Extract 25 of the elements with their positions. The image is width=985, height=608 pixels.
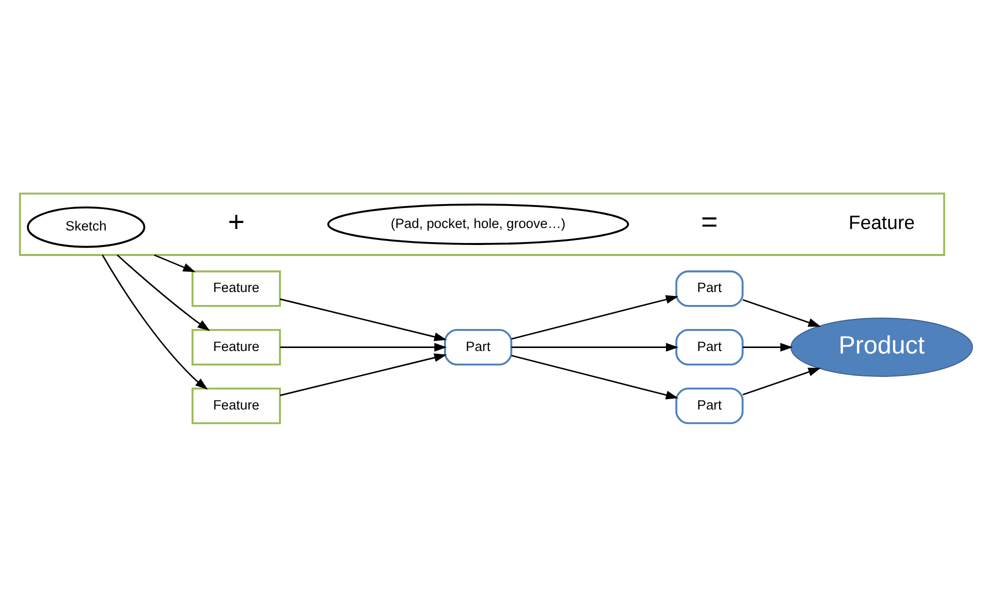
cluster <box>19 192 946 256</box>
arrow <box>742 367 821 395</box>
label: Feature <box>848 212 915 234</box>
arrow <box>512 342 678 352</box>
node-box: Feature <box>192 270 281 306</box>
arrow <box>742 342 793 352</box>
arrow <box>280 342 447 352</box>
node-box: Part <box>675 270 744 306</box>
arrow <box>280 352 447 396</box>
node-box: Feature <box>192 328 281 365</box>
node-box: Part <box>444 328 512 365</box>
node-box: Feature <box>192 387 281 424</box>
arrow <box>116 254 210 330</box>
node-ellipse: (Pad, pocket, hole, groove…) <box>327 203 630 244</box>
node-ellipse: Sketch <box>26 206 146 248</box>
arrow <box>511 294 678 340</box>
arrow <box>511 354 678 399</box>
node-box: Part <box>675 328 744 365</box>
arrow <box>154 254 196 272</box>
arrow <box>102 254 208 390</box>
node-box: Part <box>675 387 744 424</box>
arrow <box>280 298 447 341</box>
arrow <box>742 298 821 326</box>
label: = <box>701 206 718 238</box>
label: + <box>228 206 245 238</box>
